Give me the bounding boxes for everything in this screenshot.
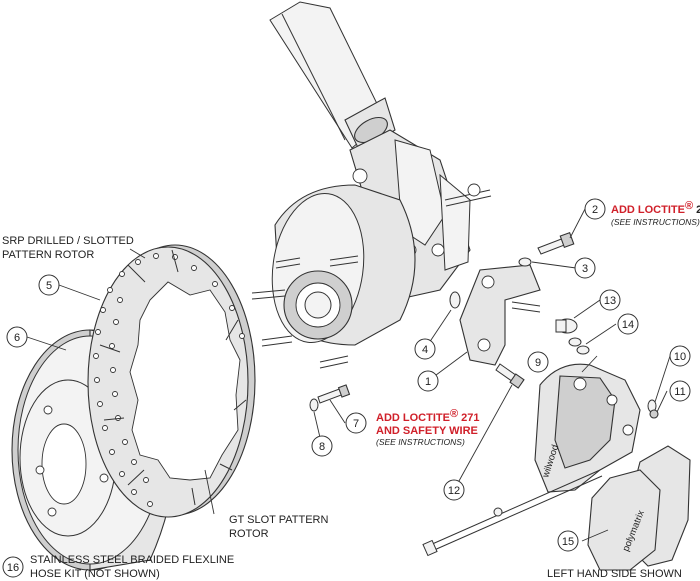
svg-text:AND SAFETY WIRE: AND SAFETY WIRE	[376, 425, 478, 437]
caliper-bracket	[459, 264, 541, 366]
left-hand-label: LEFT HAND SIDE SHOWN	[547, 568, 682, 580]
drilled-slotted-rotor	[87, 244, 256, 518]
svg-text:14: 14	[622, 319, 634, 331]
loctite-note-top: ADD LOCTITE® 271 (SEE INSTRUCTIONS)	[611, 200, 700, 227]
callout-5: 5	[38, 274, 60, 296]
svg-text:PATTERN ROTOR: PATTERN ROTOR	[2, 249, 94, 261]
svg-text:11: 11	[674, 386, 685, 398]
svg-text:12: 12	[448, 485, 460, 497]
flexline-label: STAINLESS STEEL BRAIDED FLEXLINE HOSE KI…	[30, 554, 234, 580]
hub-assembly	[251, 184, 416, 369]
washer-4	[449, 291, 461, 309]
callout-13: 13	[599, 289, 621, 311]
svg-text:6: 6	[14, 332, 20, 344]
callout-8: 8	[311, 435, 333, 457]
callout-7: 7	[345, 412, 367, 434]
rotor-slots	[99, 249, 247, 506]
brake-pads: polymatrix	[587, 445, 691, 571]
svg-text:HOSE KIT (NOT SHOWN): HOSE KIT (NOT SHOWN)	[30, 568, 160, 580]
callout-6: 6	[6, 326, 28, 348]
svg-text:9: 9	[535, 357, 541, 369]
svg-text:2: 2	[592, 204, 598, 216]
axle-housing	[269, 1, 492, 301]
callout-10: 10	[669, 345, 691, 367]
svg-text:(SEE INSTRUCTIONS): (SEE INSTRUCTIONS)	[376, 437, 465, 447]
washer-8	[309, 398, 319, 412]
leader-lines	[26, 208, 671, 542]
caliper: wilwood	[534, 363, 641, 493]
svg-text:1: 1	[425, 376, 431, 388]
svg-text:ROTOR: ROTOR	[229, 528, 269, 540]
washer-3	[518, 257, 532, 267]
callout-14: 14	[617, 313, 639, 335]
rotor-drill-holes	[93, 253, 245, 507]
shim-14	[568, 337, 590, 355]
callout-11: 11	[669, 380, 691, 402]
svg-text:ADD LOCTITE® 271: ADD LOCTITE® 271	[611, 200, 700, 216]
spacer-13	[555, 318, 578, 334]
callout-15: 15	[557, 530, 579, 552]
svg-text:SRP DRILLED / SLOTTED: SRP DRILLED / SLOTTED	[2, 235, 134, 247]
svg-text:10: 10	[674, 351, 686, 363]
rotor-pattern-label: SRP DRILLED / SLOTTED PATTERN ROTOR	[2, 235, 146, 261]
callout-2: 2	[584, 198, 606, 220]
svg-text:8: 8	[319, 441, 325, 453]
svg-text:STAINLESS STEEL BRAIDED FLEXLI: STAINLESS STEEL BRAIDED FLEXLINE	[30, 554, 234, 566]
stud-under-bracket	[511, 301, 541, 313]
retainer-11	[649, 409, 659, 419]
callout-9: 9	[527, 351, 549, 373]
svg-text:15: 15	[562, 536, 574, 548]
svg-text:LEFT HAND SIDE SHOWN: LEFT HAND SIDE SHOWN	[547, 568, 682, 580]
pad-pin	[422, 469, 603, 557]
svg-text:(SEE INSTRUCTIONS): (SEE INSTRUCTIONS)	[611, 217, 700, 227]
rotor-bolt-7	[317, 384, 351, 404]
svg-text:5: 5	[46, 280, 52, 292]
svg-text:3: 3	[582, 263, 588, 275]
bracket-bolt-12	[495, 363, 525, 389]
gt-slot-label: GT SLOT PATTERN ROTOR	[229, 514, 328, 540]
callout-1: 1	[417, 370, 439, 392]
callout-12: 12	[443, 479, 465, 501]
callout-3: 3	[574, 257, 596, 279]
svg-text:4: 4	[422, 344, 428, 356]
svg-text:16: 16	[7, 562, 19, 574]
svg-text:ADD LOCTITE® 271: ADD LOCTITE® 271	[376, 408, 479, 424]
callout-4: 4	[414, 338, 436, 360]
svg-text:13: 13	[604, 295, 616, 307]
svg-text:GT SLOT PATTERN: GT SLOT PATTERN	[229, 514, 328, 526]
callout-16: 16	[2, 556, 24, 578]
svg-text:7: 7	[353, 418, 359, 430]
bracket-bolt-2	[537, 231, 575, 255]
loctite-note-mid: ADD LOCTITE® 271 AND SAFETY WIRE (SEE IN…	[376, 408, 479, 447]
